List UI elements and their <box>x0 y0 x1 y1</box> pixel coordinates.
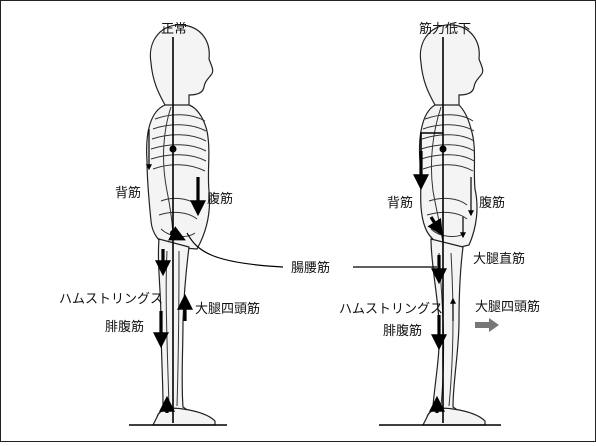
weak-forward-shift-arrow <box>475 318 499 332</box>
weak-foot <box>423 408 485 425</box>
normal-torso <box>147 105 210 249</box>
normal-label-hamstrings: ハムストリングス <box>59 292 163 307</box>
weak-center-of-gravity <box>440 146 447 153</box>
weak-figure <box>353 25 501 425</box>
weak-torso <box>420 105 477 249</box>
weak-legs <box>431 239 464 421</box>
normal-label-gastrocnemius: 腓腹筋 <box>105 319 144 335</box>
normal-foot <box>153 408 215 425</box>
weak-label-abdominal: 腹筋 <box>479 195 505 211</box>
weak-label-rectus-femoris: 大腿直筋 <box>473 251 525 267</box>
normal-label-back: 背筋 <box>115 185 141 201</box>
normal-center-of-gravity <box>170 146 177 153</box>
normal-label-abdominal: 腹筋 <box>207 191 233 207</box>
normal-figure <box>129 25 283 425</box>
weak-label-hamstrings: ハムストリングス <box>339 302 443 317</box>
weak-title: 筋力低下 <box>419 21 471 37</box>
weak-label-quadriceps: 大腿四頭筋 <box>475 299 540 315</box>
normal-head <box>150 25 212 107</box>
normal-title: 正常 <box>161 22 187 37</box>
weak-label-back: 背筋 <box>387 195 413 211</box>
weak-head <box>420 25 482 107</box>
shared-label-iliopsoas: 腸腰筋 <box>291 260 330 276</box>
weak-label-gastrocnemius: 腓腹筋 <box>383 323 422 339</box>
normal-label-quadriceps: 大腿四頭筋 <box>195 301 260 317</box>
